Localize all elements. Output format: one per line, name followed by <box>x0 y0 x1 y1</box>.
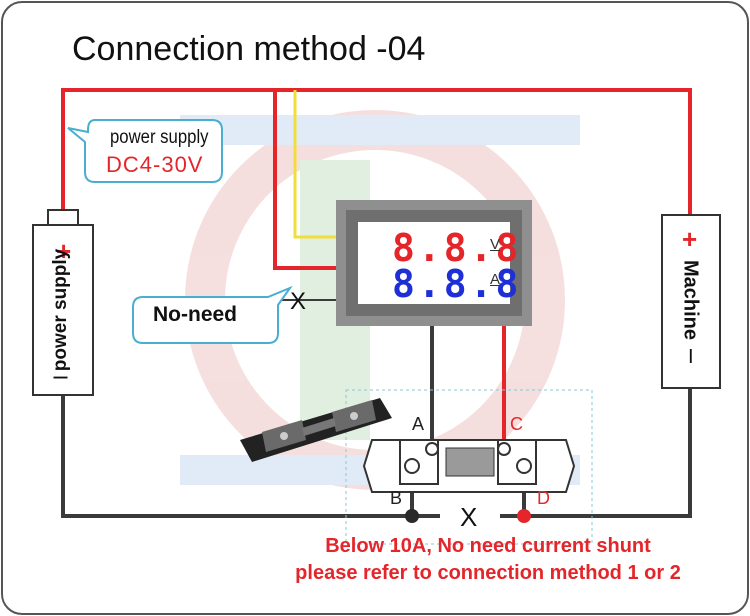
supply-bubble <box>67 119 223 183</box>
footer-line1: Below 10A, No need current shunt <box>325 535 651 557</box>
machine-label: Machine <box>679 259 702 341</box>
voltage-unit: V <box>490 236 501 253</box>
machine-minus-symbol: I <box>688 346 694 368</box>
shunt-diagram <box>362 439 576 493</box>
no-need-bubble <box>132 285 293 344</box>
bottom-wire-cross: X <box>460 502 477 532</box>
voltmeter-ammeter <box>336 200 532 326</box>
shunt-screw-a <box>425 442 439 456</box>
positive-wire <box>61 88 692 445</box>
shunt-photo <box>240 398 392 462</box>
bottom-wire-gap <box>440 508 500 524</box>
point-b-label: B <box>390 488 403 508</box>
point-c-label: C <box>510 414 523 434</box>
shunt-dashed-box <box>345 389 593 545</box>
footer-line2: please refer to connection method 1 or 2 <box>295 562 681 584</box>
point-a-label: A <box>412 414 425 434</box>
no-need-cross: X <box>290 288 306 315</box>
node-b <box>405 509 419 523</box>
battery-plus-symbol: + <box>56 236 72 266</box>
machine-box <box>661 214 721 389</box>
shunt-screw-c <box>497 442 511 456</box>
no-need-label: No-need <box>153 303 237 326</box>
yellow-wire <box>293 90 336 239</box>
power-supply-battery <box>32 209 94 396</box>
page-title: Connection method -04 <box>72 30 426 68</box>
node-d <box>517 509 531 523</box>
shunt-screw-b <box>404 458 420 474</box>
current-display: 8.8.8 <box>392 262 522 306</box>
battery-label: power supply <box>50 248 71 372</box>
supply-bubble-line1: power supply <box>110 127 209 148</box>
current-unit: A <box>490 271 501 288</box>
voltage-display: 8.8.8 <box>392 226 522 270</box>
battery-minus-symbol: I <box>48 374 71 381</box>
supply-bubble-line2: DC4-30V <box>106 152 204 177</box>
shunt-screw-d <box>516 458 532 474</box>
machine-plus-symbol: + <box>682 224 698 254</box>
point-d-label: D <box>537 488 550 508</box>
